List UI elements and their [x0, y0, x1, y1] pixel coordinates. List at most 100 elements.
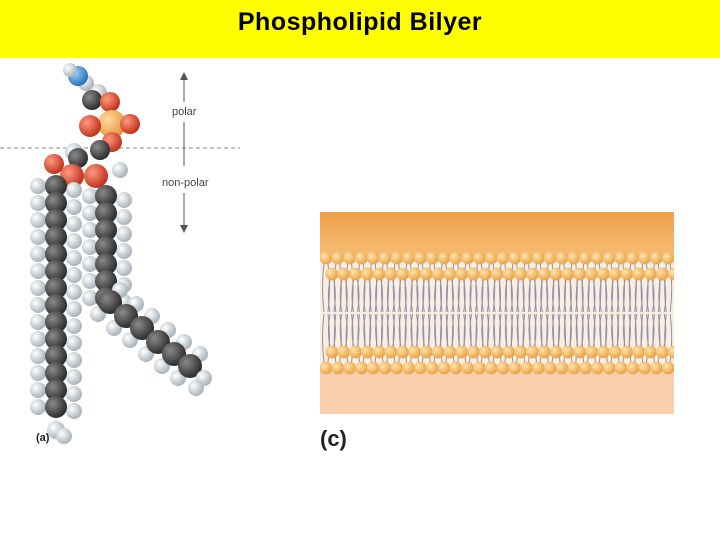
- lipid-tail: [392, 263, 401, 313]
- lipid-head: [320, 361, 333, 375]
- nonpolar-label: non-polar: [162, 177, 209, 189]
- lipid-head: [449, 361, 463, 375]
- lipid-head: [390, 361, 404, 375]
- hydrogen-atom: [82, 222, 98, 238]
- lipid-head: [644, 267, 657, 281]
- lipid-tail: [428, 263, 437, 313]
- lipid-tail: [487, 263, 496, 313]
- lipid-head: [496, 361, 510, 375]
- panel-label-c: (c): [320, 426, 347, 451]
- hydrogen-atom: [82, 188, 98, 204]
- lipid-head: [567, 251, 581, 265]
- lipid-head: [384, 267, 398, 281]
- carbon-atom: [45, 396, 67, 418]
- carbon-atom: [45, 260, 67, 282]
- hydrogen-atom: [66, 335, 82, 351]
- lipid-tail: [593, 263, 602, 313]
- lipid-tail: [463, 263, 472, 313]
- lipid-tail: [398, 313, 407, 347]
- lipid-tail: [569, 263, 578, 313]
- oxygen-atom: [84, 164, 108, 188]
- lipid-tail: [546, 313, 555, 363]
- hydrogen-atom: [30, 314, 46, 330]
- lipid-bilayer-diagram: [320, 212, 674, 414]
- lipid-tail: [528, 313, 537, 347]
- lipid-tail: [333, 263, 342, 313]
- lipid-tail: [469, 279, 478, 313]
- lipid-head: [431, 345, 445, 359]
- lipid-head: [644, 345, 657, 359]
- hydrogen-atom: [66, 403, 82, 419]
- lipid-tail: [451, 263, 460, 313]
- lipid-tail: [487, 313, 496, 363]
- lipid-head: [537, 267, 551, 281]
- carbon-atom: [98, 290, 122, 314]
- lipid-head: [585, 267, 598, 281]
- hydrogen-atom: [66, 352, 82, 368]
- carbon-atom: [68, 148, 88, 168]
- lipid-head: [484, 251, 498, 265]
- lipid-tail: [640, 313, 649, 363]
- lipid-head: [443, 267, 457, 281]
- lipid-tail: [381, 313, 389, 363]
- lipid-tail: [587, 313, 596, 347]
- lipid-head: [366, 251, 380, 265]
- lipid-head: [543, 361, 557, 375]
- lipid-head: [650, 251, 663, 265]
- lipid-tail: [375, 313, 384, 347]
- lipid-tail: [617, 313, 625, 363]
- lipid-head: [320, 251, 333, 265]
- extracellular-region: [320, 212, 674, 258]
- lipid-head: [337, 267, 351, 281]
- lipid-head: [355, 361, 368, 375]
- lipid-tail: [575, 313, 584, 347]
- lipid-head: [496, 251, 510, 265]
- lipid-head: [626, 361, 640, 375]
- hydrogen-atom: [56, 428, 72, 444]
- lipid-head: [467, 267, 480, 281]
- carbon-atom: [130, 316, 154, 340]
- lipid-tail: [552, 313, 561, 347]
- carbon-atom: [45, 311, 67, 333]
- title-bar: [0, 0, 720, 58]
- lipid-head: [349, 267, 362, 281]
- lipid-tail: [445, 279, 454, 313]
- lipid-head: [473, 361, 486, 375]
- lipid-head: [591, 361, 604, 375]
- carbon-atom: [45, 362, 67, 384]
- lipid-tail: [534, 313, 543, 363]
- lipid-tail: [375, 279, 384, 313]
- lipid-head: [661, 361, 674, 375]
- lipid-head: [655, 345, 669, 359]
- lipid-head: [573, 267, 587, 281]
- lipid-head: [537, 345, 551, 359]
- lipid-head: [614, 361, 628, 375]
- lipid-tail: [322, 313, 330, 363]
- lipid-tail: [504, 313, 513, 347]
- lipid-tail: [516, 313, 525, 347]
- lipid-head: [526, 345, 539, 359]
- lipid-head: [596, 345, 610, 359]
- lipid-head: [638, 251, 651, 265]
- lipid-head: [455, 345, 469, 359]
- lipid-head: [402, 361, 415, 375]
- slide-title: Phospholipid Bilyer: [237, 8, 483, 36]
- lipid-tail: [581, 313, 590, 363]
- lipid-head: [484, 361, 498, 375]
- lipid-head: [355, 251, 368, 265]
- hydrogen-atom: [30, 365, 46, 381]
- carbon-atom: [90, 140, 110, 160]
- lipid-head: [502, 267, 516, 281]
- lipid-tail: [628, 263, 637, 313]
- lipid-head: [561, 345, 575, 359]
- lipid-head: [337, 345, 351, 359]
- hydrogen-atom: [82, 205, 98, 221]
- lipid-tail: [504, 279, 513, 313]
- lipid-head: [508, 251, 522, 265]
- lipid-tail: [369, 313, 378, 363]
- lipid-tail: [357, 263, 366, 313]
- lipid-tail: [646, 313, 655, 347]
- lipid-head: [555, 251, 569, 265]
- hydrogen-atom: [112, 162, 128, 178]
- intracellular-region: [320, 368, 674, 414]
